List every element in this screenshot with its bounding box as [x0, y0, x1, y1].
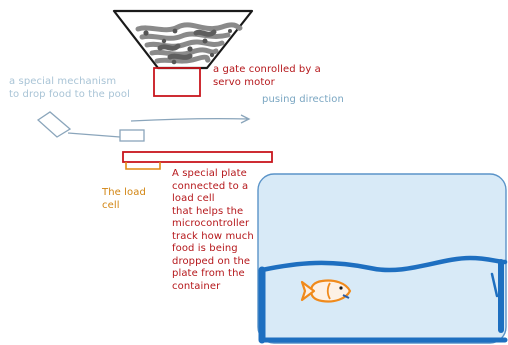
- plate-label: A special plate connected to a load cell…: [172, 168, 254, 292]
- food-plate: [122, 151, 273, 163]
- pool-accent: [490, 272, 499, 298]
- load-cell: [125, 162, 161, 170]
- pushing-direction-label: pusing direction: [262, 94, 344, 105]
- push-arrow-icon: [130, 114, 251, 124]
- fish-pool: [257, 173, 508, 344]
- mechanism-label: a special mechanism to drop food to the …: [9, 76, 130, 100]
- pusher-block: [119, 129, 145, 142]
- servo-gate: [153, 67, 201, 97]
- gate-label: a gate conrolled by a servo motor: [213, 64, 321, 88]
- fish-mouth: [342, 294, 350, 299]
- push-rod: [67, 132, 121, 138]
- food-container: [112, 9, 254, 70]
- load-cell-label: The load cell: [102, 187, 146, 211]
- mechanism-body: [36, 111, 72, 138]
- fish-eye: [339, 286, 343, 290]
- food-pellets-dark: [143, 28, 232, 65]
- water-surface: [259, 255, 508, 273]
- fish-icon: [300, 279, 352, 303]
- push-mechanism: [36, 111, 251, 142]
- food-pellets: [135, 22, 243, 64]
